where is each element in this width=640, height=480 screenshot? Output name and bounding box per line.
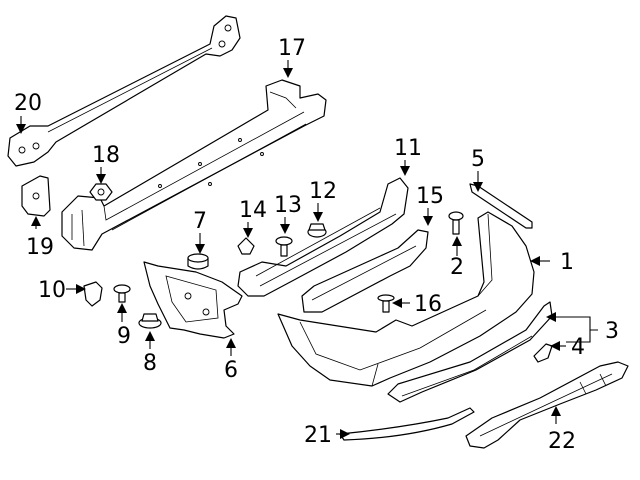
part-carrier-beam (61, 79, 327, 251)
part-nut-12 (307, 223, 327, 238)
callout-6: 6 (224, 358, 238, 383)
callout-7: 7 (193, 209, 207, 234)
callout-8: 8 (143, 351, 157, 376)
part-bolt-2 (448, 211, 464, 235)
callout-19: 19 (26, 235, 54, 260)
callout-labels: 1 2 3 4 5 6 7 8 9 10 11 12 13 14 15 16 1… (14, 36, 619, 454)
part-push-rivet-16 (377, 294, 395, 313)
part-screw-13 (275, 236, 293, 257)
part-spacer-7 (187, 253, 209, 270)
part-bracket-plate (21, 175, 51, 217)
callout-9: 9 (117, 324, 131, 349)
callout-4: 4 (571, 335, 585, 360)
part-trim-strip (339, 407, 475, 441)
part-side-bracket (143, 261, 243, 339)
callout-10: 10 (38, 278, 66, 303)
part-upper-absorber (237, 177, 409, 297)
part-bumper-cover (277, 211, 535, 387)
callout-16: 16 (414, 292, 442, 317)
part-clip-10 (83, 281, 103, 307)
part-screw-9 (113, 284, 131, 303)
callout-18: 18 (92, 143, 120, 168)
callout-1: 1 (560, 250, 574, 275)
part-reflector-trim (533, 343, 553, 363)
callout-5: 5 (471, 147, 485, 172)
callout-leaders (16, 60, 598, 439)
part-upper-reinforcement-bar (7, 15, 241, 167)
callout-17: 17 (278, 36, 306, 61)
callout-13: 13 (274, 193, 302, 218)
callout-14: 14 (239, 198, 267, 223)
callout-11: 11 (394, 136, 422, 161)
part-diffuser-panel (465, 361, 629, 449)
callout-15: 15 (416, 184, 444, 209)
part-nut-18 (89, 183, 113, 201)
callout-20: 20 (14, 91, 42, 116)
part-nut-8 (138, 313, 162, 329)
callout-3: 3 (605, 319, 619, 344)
callout-22: 22 (548, 429, 576, 454)
part-push-clip-14 (237, 237, 255, 255)
callout-2: 2 (450, 255, 464, 280)
part-lower-trim (387, 301, 553, 403)
callout-21: 21 (304, 423, 332, 448)
part-lower-absorber (301, 229, 429, 313)
callout-12: 12 (309, 179, 337, 204)
